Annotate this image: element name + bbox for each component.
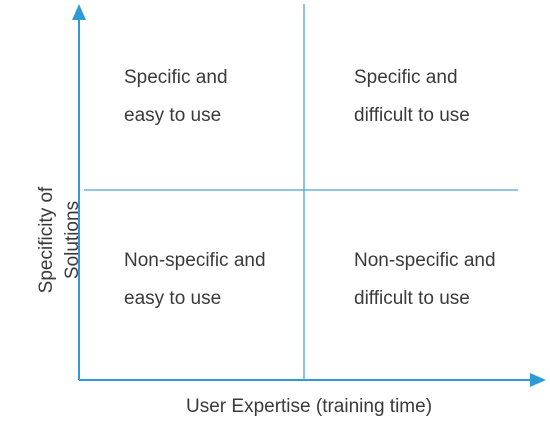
x-axis-arrowhead xyxy=(530,373,546,387)
quadrant-bottom-left-line2: easy to use xyxy=(124,288,222,309)
quadrant-bottom-right-line1: Non-specific and xyxy=(354,250,496,271)
quadrant-top-right-label: Specific and difficult to use xyxy=(354,59,470,135)
quadrant-bottom-right-label: Non-specific and difficult to use xyxy=(354,242,496,318)
quadrant-top-left-label: Specific and easy to use xyxy=(124,59,228,135)
y-axis-label: Specificity of Solutions xyxy=(34,140,86,340)
quadrant-bottom-right-line2: difficult to use xyxy=(354,288,470,309)
x-axis-label: User Expertise (training time) xyxy=(186,396,433,417)
y-axis-arrowhead xyxy=(72,4,86,20)
quadrant-bottom-left-label: Non-specific and easy to use xyxy=(124,242,266,318)
quadrant-top-left-line1: Specific and xyxy=(124,67,228,88)
y-axis-label-line1: Specificity of xyxy=(36,186,57,294)
quadrant-top-left-line2: easy to use xyxy=(124,105,222,126)
quadrant-top-right-line2: difficult to use xyxy=(354,105,470,126)
y-axis-label-line2: Solutions xyxy=(62,200,83,280)
quadrant-top-right-line1: Specific and xyxy=(354,67,458,88)
quadrant-bottom-left-line1: Non-specific and xyxy=(124,250,266,271)
